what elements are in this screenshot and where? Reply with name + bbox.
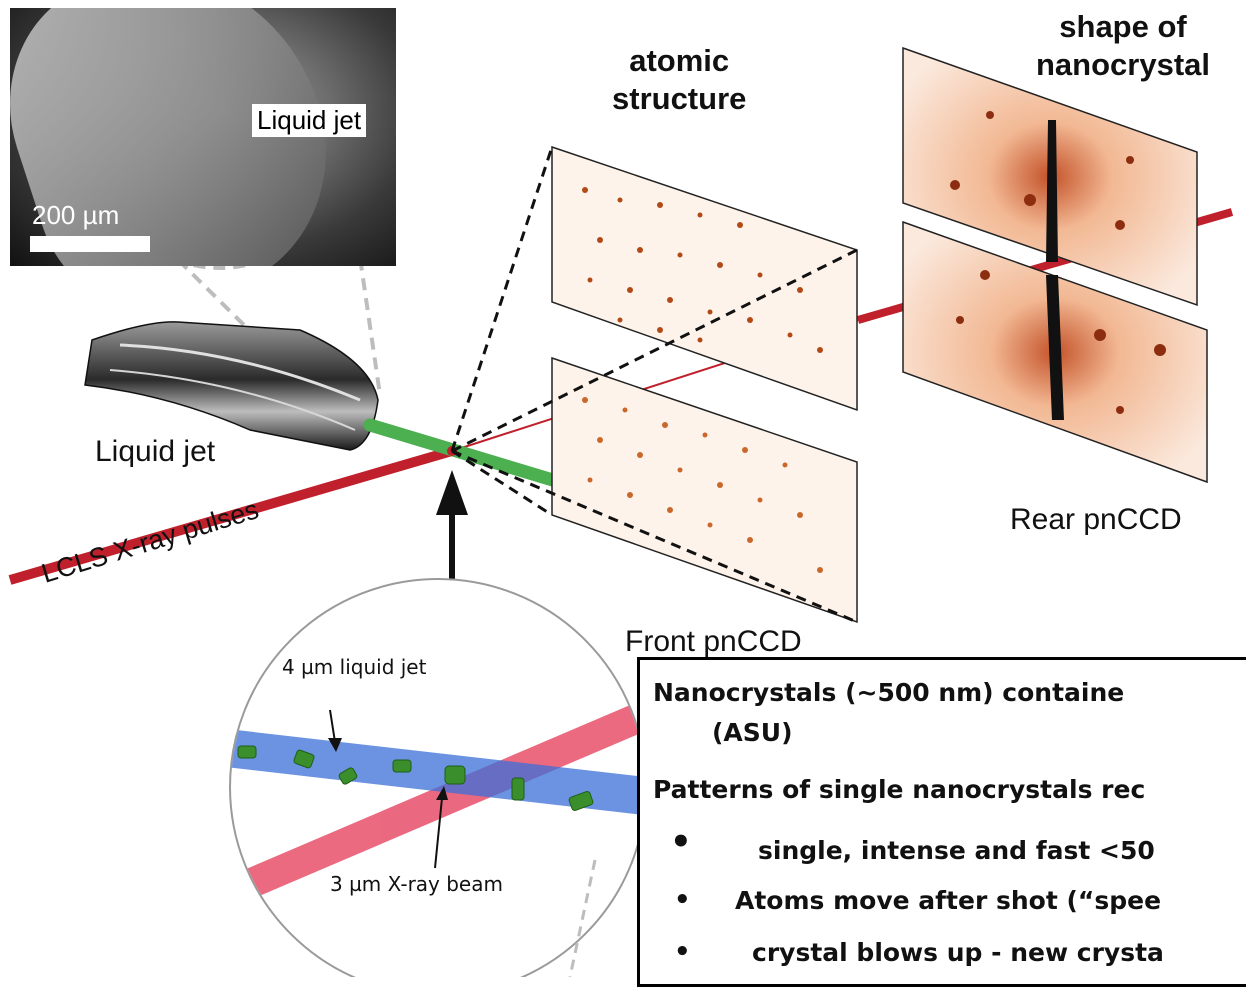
- sem-micrograph: Liquid jet 200 µm: [10, 8, 396, 266]
- rear-pnccd-lower: [902, 220, 1208, 484]
- bullet-3: •: [674, 937, 691, 967]
- bullet-1: •: [670, 822, 692, 862]
- info-bullet-3: crystal blows up - new crysta: [752, 938, 1164, 967]
- info-bullet-2: Atoms move after shot (“spee: [735, 886, 1162, 915]
- bullet-2: •: [674, 885, 691, 915]
- rear-pnccd-upper: [902, 46, 1198, 307]
- inset-beam-label: 3 µm X-ray beam: [330, 872, 503, 896]
- rear-pnccd-label: Rear pnCCD: [1010, 503, 1182, 536]
- jet-stream: [363, 418, 573, 491]
- info-line-1: Nanocrystals (~500 nm) containe: [653, 678, 1125, 707]
- liquid-jet-nozzle: [84, 321, 379, 451]
- atomic-structure-label: atomic structure: [612, 43, 747, 116]
- scale-bar: [30, 236, 150, 252]
- liquid-jet-label: Liquid jet: [95, 435, 216, 468]
- scale-bar-label: 200 µm: [32, 200, 120, 230]
- info-line-2: (ASU): [712, 718, 793, 747]
- inset-magnifier: [229, 578, 647, 977]
- nanocrystal-shape-label: shape of nanocrystal: [1036, 9, 1211, 82]
- micrograph-jet-label: Liquid jet: [252, 104, 367, 137]
- info-panel: Nanocrystals (~500 nm) containe (ASU) Pa…: [637, 657, 1246, 987]
- scatter-lines: [450, 146, 858, 624]
- inset-pointer-arrow-head: [436, 470, 468, 515]
- front-pnccd-upper: [551, 145, 858, 412]
- info-bullet-1: single, intense and fast <50: [758, 836, 1155, 865]
- front-pnccd-label: Front pnCCD: [625, 625, 802, 658]
- inset-jet-label: 4 µm liquid jet: [282, 655, 427, 679]
- info-line-3: Patterns of single nanocrystals rec: [653, 775, 1146, 804]
- xray-beam-incoming: [8, 446, 454, 585]
- front-pnccd-lower: [551, 356, 858, 624]
